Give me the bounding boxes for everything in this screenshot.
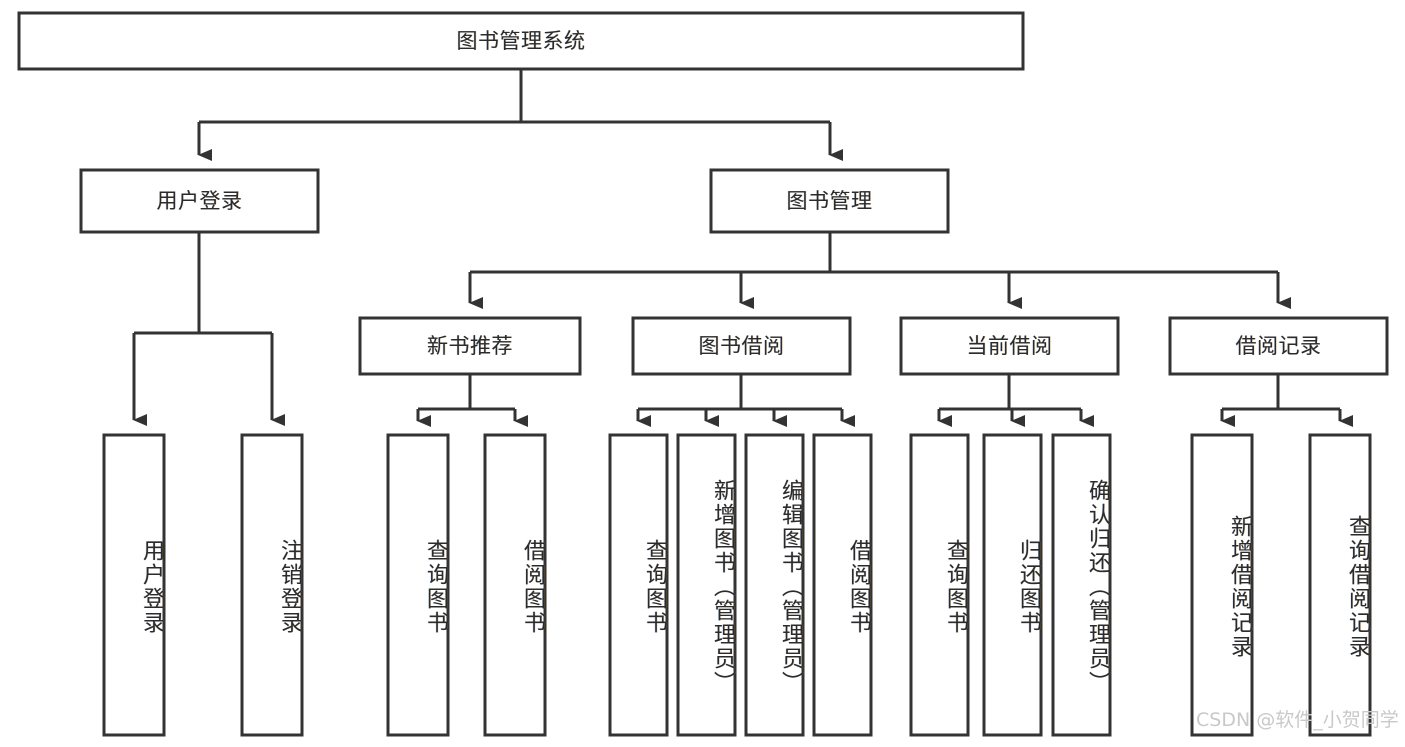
node-box-leaf-borrow-book-2[interactable] — [812, 433, 873, 737]
node-box-user-login[interactable] — [79, 168, 320, 234]
node-box-borrow-record[interactable] — [1168, 316, 1389, 376]
node-box-current-borrow[interactable] — [899, 316, 1120, 376]
node-box-leaf-user-login[interactable] — [102, 433, 166, 737]
node-box-leaf-query-record[interactable] — [1308, 433, 1372, 737]
node-box-leaf-return-book[interactable] — [982, 433, 1043, 737]
node-box-leaf-query-book-3[interactable] — [909, 433, 970, 737]
node-box-leaf-logout[interactable] — [240, 433, 304, 737]
node-box-book-borrow[interactable] — [631, 316, 852, 376]
node-box-new-book-recommend[interactable] — [358, 316, 582, 376]
node-box-leaf-query-book-2[interactable] — [608, 433, 669, 737]
node-box-root[interactable] — [17, 11, 1025, 71]
node-box-leaf-add-record[interactable] — [1190, 433, 1254, 737]
node-box-leaf-borrow-book-1[interactable] — [483, 433, 547, 737]
node-box-leaf-confirm-return[interactable] — [1051, 433, 1112, 737]
node-box-leaf-query-book-1[interactable] — [386, 433, 450, 737]
node-box-leaf-edit-book[interactable] — [744, 433, 805, 737]
node-box-book-manage[interactable] — [709, 168, 950, 234]
node-box-leaf-add-book[interactable] — [676, 433, 737, 737]
